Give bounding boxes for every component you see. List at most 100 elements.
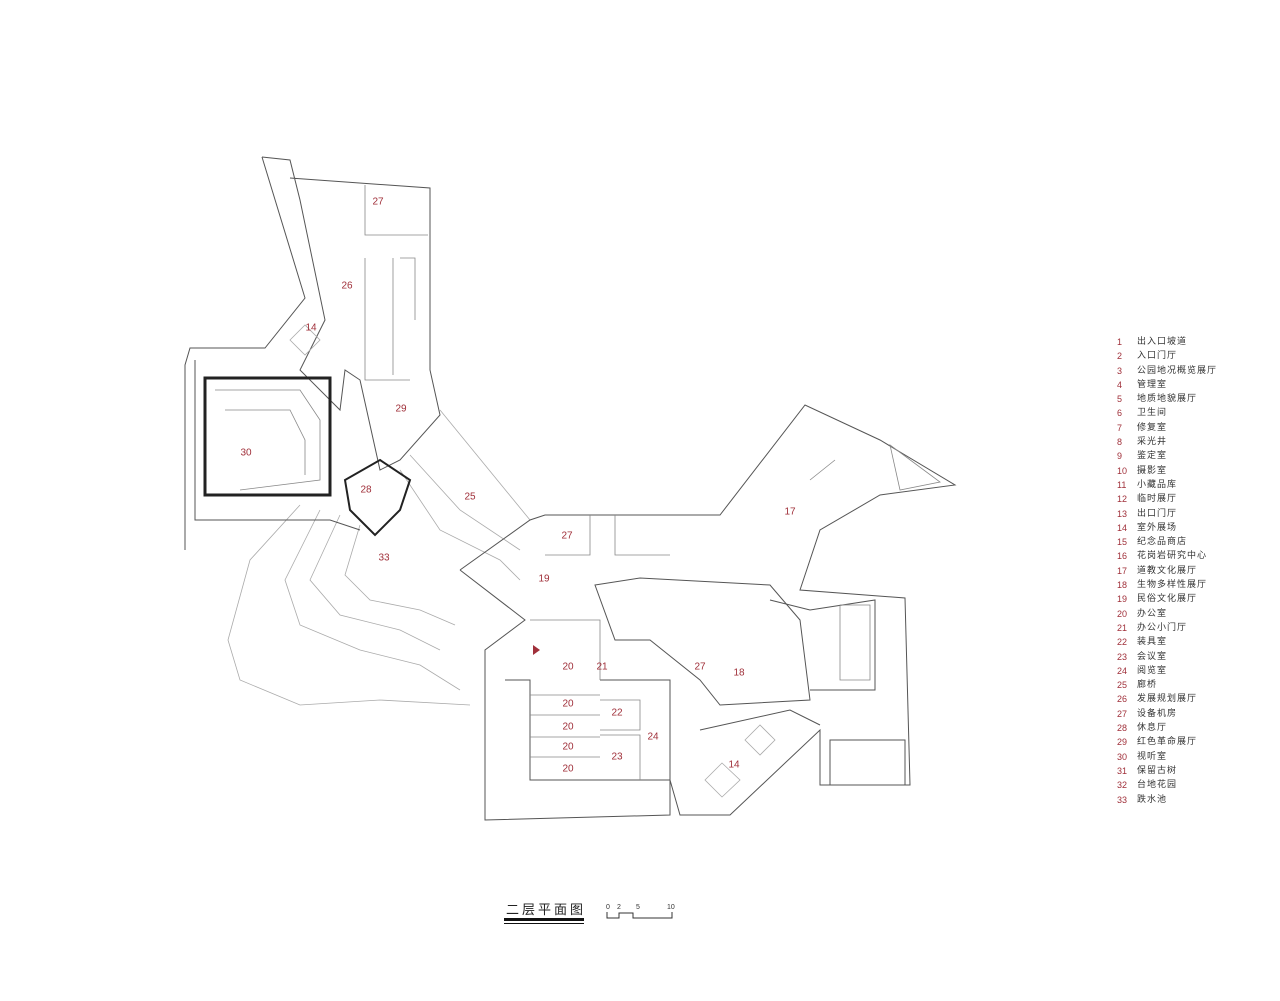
entrance-marker-icon (533, 645, 540, 655)
legend-number: 8 (1117, 437, 1123, 448)
legend-label: 道教文化展厅 (1137, 565, 1198, 576)
legend-number: 13 (1117, 508, 1128, 519)
legend-label: 保留古树 (1137, 765, 1178, 776)
room-label: 27 (372, 196, 384, 208)
title-underline-thin (504, 923, 584, 924)
room-label: 17 (784, 506, 796, 518)
room-label: 20 (562, 661, 574, 673)
legend-label: 生物多样性展厅 (1137, 580, 1208, 591)
legend-label: 卫生间 (1137, 408, 1168, 419)
legend-number: 28 (1117, 723, 1128, 734)
legend-number: 22 (1117, 637, 1128, 648)
room-label: 20 (562, 741, 574, 753)
legend-item: 22 装具室 (1117, 635, 1217, 649)
room-label: 14 (305, 322, 317, 334)
legend-number: 31 (1117, 765, 1128, 776)
scale-tick: 2 (617, 904, 621, 911)
legend-number: 32 (1117, 780, 1128, 791)
room-label: 20 (562, 698, 574, 710)
legend-label: 休息厅 (1137, 723, 1168, 734)
legend-item: 28 休息厅 (1117, 721, 1217, 735)
room-label: 26 (341, 280, 353, 292)
legend-number: 24 (1117, 665, 1128, 676)
legend-number: 15 (1117, 537, 1128, 548)
legend-label: 发展规划展厅 (1137, 694, 1198, 705)
legend-label: 办公小门厅 (1137, 622, 1188, 633)
room-label: 27 (694, 661, 706, 673)
legend-label: 修复室 (1137, 422, 1168, 433)
room-label: 25 (464, 491, 476, 503)
legend-number: 1 (1117, 337, 1123, 347)
legend-label: 管理室 (1137, 379, 1168, 390)
legend-number: 5 (1117, 394, 1123, 405)
room-label: 21 (596, 661, 608, 673)
legend-item: 30 视听室 (1117, 750, 1217, 764)
drawing-title: 二层平面图 (506, 903, 587, 918)
scale-tick: 5 (636, 904, 640, 911)
legend-label: 小藏品库 (1137, 479, 1178, 490)
legend-label: 阅览室 (1137, 665, 1168, 676)
legend-label: 会议室 (1137, 651, 1168, 662)
legend-number: 21 (1117, 622, 1128, 633)
room-label: 14 (728, 759, 740, 771)
room-label: 20 (562, 721, 574, 733)
legend-item: 2 入口门厅 (1117, 349, 1217, 363)
legend-number: 33 (1117, 794, 1128, 805)
legend-label: 入口门厅 (1137, 351, 1178, 362)
legend-item: 29 红色革命展厅 (1117, 735, 1217, 749)
room-label: 27 (561, 530, 573, 542)
room-label: 23 (611, 751, 623, 763)
room-label: 29 (395, 403, 407, 415)
legend-label: 视听室 (1137, 751, 1168, 762)
legend-item: 13 出口门厅 (1117, 507, 1217, 521)
legend-label: 鉴定室 (1137, 451, 1168, 462)
legend-number: 3 (1117, 365, 1123, 376)
room-label: 18 (733, 667, 745, 679)
scale-tick: 0 (606, 904, 610, 911)
room-label: 20 (562, 763, 574, 775)
legend-number: 30 (1117, 751, 1128, 762)
legend-label: 纪念品商店 (1137, 537, 1188, 548)
legend-label: 地质地貌展厅 (1137, 394, 1198, 405)
outdoor-plazas (289, 324, 776, 798)
legend-number: 14 (1117, 522, 1128, 533)
room-label: 33 (378, 552, 390, 564)
legend-label: 花岗岩研究中心 (1137, 551, 1208, 562)
terrace-contours (227, 409, 531, 706)
legend-number: 11 (1117, 479, 1127, 490)
legend-number: 10 (1117, 465, 1128, 476)
legend-label: 出口门厅 (1137, 508, 1178, 519)
legend-label: 红色革命展厅 (1137, 737, 1198, 748)
legend-item: 16 花岗岩研究中心 (1117, 549, 1217, 563)
legend-label: 民俗文化展厅 (1137, 594, 1198, 605)
legend-item: 11 小藏品库 (1117, 478, 1217, 492)
legend-label: 采光井 (1137, 437, 1168, 448)
legend-label: 办公室 (1137, 608, 1168, 619)
legend-label: 装具室 (1137, 637, 1168, 648)
legend-item: 5 地质地貌展厅 (1117, 392, 1217, 406)
legend-item: 7 修复室 (1117, 421, 1217, 435)
legend-number: 17 (1117, 565, 1128, 576)
legend-number: 7 (1117, 422, 1123, 433)
legend-label: 跌水池 (1137, 794, 1168, 805)
legend-number: 4 (1117, 379, 1123, 390)
legend-number: 16 (1117, 551, 1128, 562)
legend-label: 设备机房 (1137, 708, 1178, 719)
legend-number: 29 (1117, 737, 1128, 748)
scale-bar (606, 912, 673, 919)
legend-number: 2 (1117, 351, 1123, 362)
